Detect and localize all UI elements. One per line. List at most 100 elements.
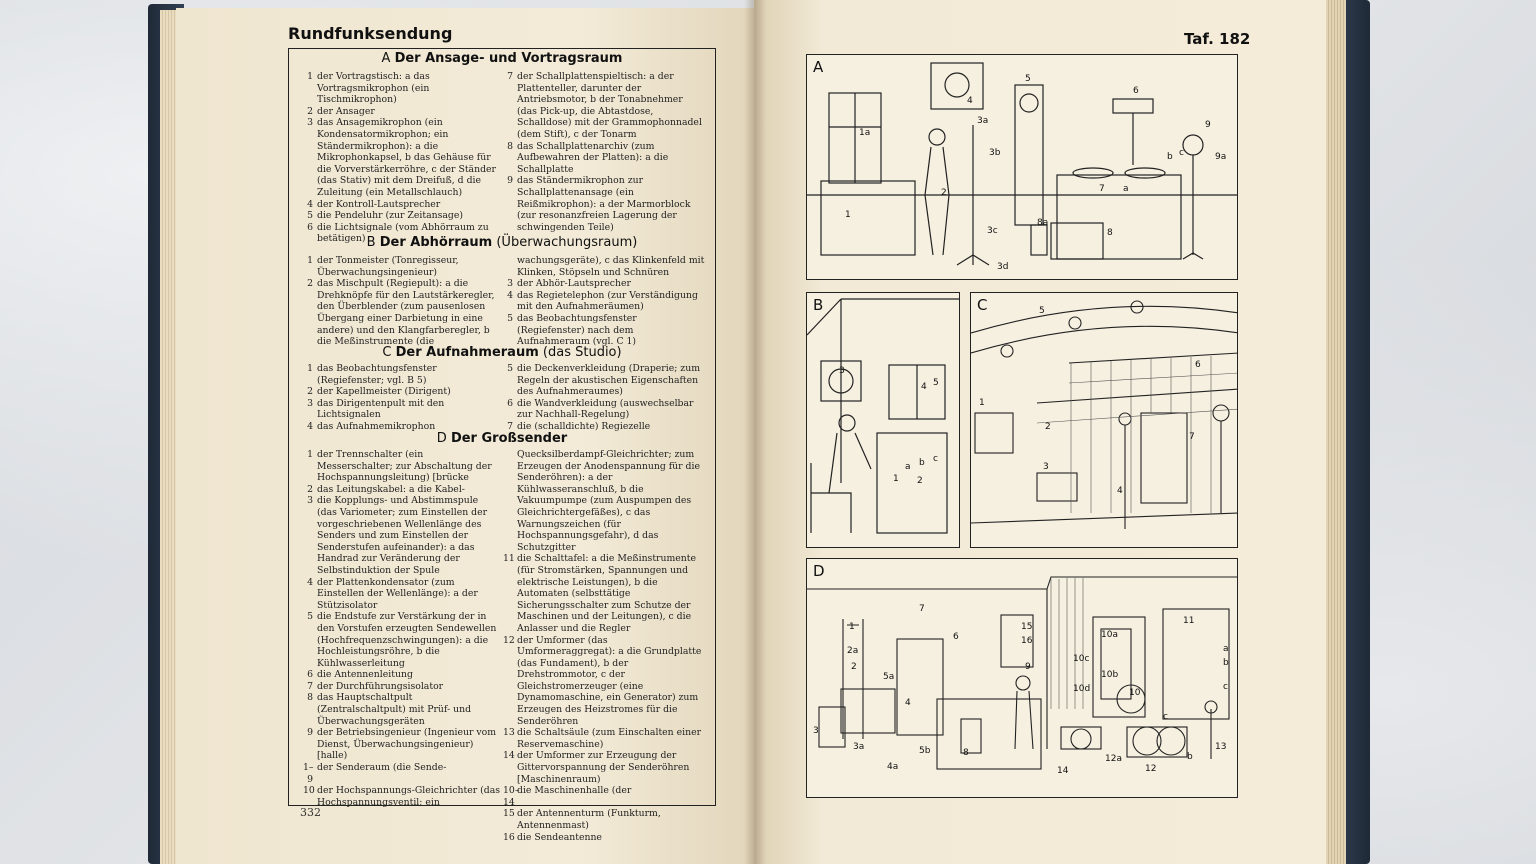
panel-d-letter: D	[813, 562, 825, 580]
panel-d-label: 3a	[853, 742, 864, 752]
legend-entry-number: 10–14	[503, 785, 520, 808]
panel-d-label: 9	[1025, 662, 1031, 672]
panel-b-label: a	[905, 462, 911, 472]
legend-entry-number: 12	[503, 634, 515, 646]
legend-entry-number: 8	[307, 692, 313, 704]
panel-a-label: 2	[941, 188, 947, 198]
legend-entry-text: die (schalldichte) Regiezelle	[517, 420, 651, 432]
panel-a-label: 6	[1133, 86, 1139, 96]
panel-d-label: 13	[1215, 742, 1226, 752]
legend-entry-text: der Vortragstisch: a das Vortragsmikroph…	[317, 71, 430, 106]
legend-entry-number: 4	[307, 576, 313, 588]
legend-entry-text: der Trennschalter (ein Messerschalter; z…	[317, 449, 492, 484]
legend-entry-text: die Schalttafel: a die Meßinstrumente (f…	[517, 553, 697, 634]
legend-entry-text: das Mischpult (Regiepult): a die Drehknö…	[317, 278, 495, 348]
legend-entry-text: die Endstufe zur Verstärkung der in den …	[317, 611, 497, 669]
legend-entry: 3 das Ansagemikrophon (ein Kondensatormik…	[303, 117, 501, 198]
legend-entry-number: 2	[307, 483, 313, 495]
panel-d-label: 5b	[919, 746, 931, 756]
panel-a-letter: A	[813, 58, 824, 76]
panel-d-label: 10d	[1073, 684, 1090, 694]
legend-entry-number: 4	[307, 420, 313, 432]
legend-entry-number: 7	[507, 420, 513, 432]
panel-d-label: 8	[963, 748, 969, 758]
legend-entry-number: 7	[307, 680, 313, 692]
panel-d-label: 11	[1183, 616, 1194, 626]
legend-entry-text: das Hauptschaltpult (Zentralschaltpult) …	[317, 692, 472, 727]
section-b-col2: wachungsgeräte), c das Klinkenfeld mit K…	[503, 255, 705, 348]
legend-entry-text: die Pendeluhr (zur Zeitansage)	[317, 210, 464, 222]
legend-entry-number: 7	[507, 71, 513, 82]
panel-d-drawing: 122a33a44a5a5b67891010a10b10c10d11abc121…	[807, 576, 1237, 776]
panel-b-label: c	[933, 454, 938, 464]
legend-entry-number: 1	[307, 71, 313, 82]
legend-entry-text: das Beobachtungsfenster (Regiefenster) n…	[517, 312, 637, 348]
panel-a-label: 4	[967, 96, 973, 106]
legend-entry-number: 13	[503, 727, 515, 739]
legend-entry-number: 16	[503, 831, 515, 843]
legend-entry: 8 das Schallplattenarchiv (zum Aufbewahre…	[503, 141, 705, 176]
legend-entry-number: 14	[503, 750, 515, 762]
legend-entry-text: die Lichtsignale (vom Abhörraum zu betät…	[317, 221, 489, 245]
legend-entry-number: 1	[307, 363, 313, 374]
legend-entry-text: der Betriebsingenieur (Ingenieur vom Die…	[317, 727, 497, 762]
legend-entry: 4 der Plattenkondensator (zum Einstellen …	[303, 577, 501, 612]
panel-d-label: 12	[1145, 764, 1156, 774]
legend-entry-text: der Schallplattenspieltisch: a der Platt…	[517, 71, 702, 140]
panel-a-label: 9a	[1215, 152, 1226, 162]
legend-entry-number: 3	[307, 117, 313, 129]
legend-entry-text: das Ständermikrophon zur Schallplattenan…	[517, 175, 691, 233]
legend-entry-text: der Plattenkondensator (zum Einstellen d…	[317, 576, 478, 611]
panel-a-label: c	[1179, 148, 1184, 158]
legend-entry: 6 die Wandverkleidung (auswechselbar zur …	[503, 398, 705, 421]
legend-entry-number: 8	[507, 140, 513, 152]
legend-entry: 7 der Schallplattenspieltisch: a der Plat…	[503, 71, 705, 141]
legend-entry-number: 6	[307, 221, 313, 233]
panel-a-label: a	[1123, 184, 1129, 194]
section-b-title: B Der Abhörraum (Überwachungsraum)	[366, 235, 638, 250]
section-d-col2-continuation: Quecksilberdampf-Gleichrichter; zum Erze…	[517, 449, 700, 553]
legend-entry-text: die Maschinenhalle (der	[517, 785, 632, 797]
panel-b-label: 2	[917, 476, 923, 486]
legend-entry-text: das Ansagemikrophon (ein Kondensatormikr…	[317, 117, 496, 198]
panel-d-label: 7	[919, 604, 925, 614]
panel-d-label: 2a	[847, 646, 858, 656]
panel-d-label: 12a	[1105, 754, 1122, 764]
panel-a-label: 3a	[977, 116, 988, 126]
legend-entry-number: 5	[307, 611, 313, 623]
legend-entry-text: die Antennenleitung	[317, 669, 413, 681]
legend-entry-number: 4	[507, 289, 513, 301]
legend-entry-number: 2	[307, 386, 313, 398]
legend-entry-text: die Wandverkleidung (auswechselbar zur N…	[517, 397, 694, 421]
panel-c-letter: C	[977, 296, 988, 314]
legend-entry-number: 4	[307, 198, 313, 210]
legend-entry-text: das Schallplattenarchiv (zum Aufbewahren…	[517, 140, 669, 175]
panel-c-label: 6	[1195, 360, 1201, 370]
legend-entry-number: 1	[307, 255, 313, 266]
panel-a-label: 7	[1099, 184, 1105, 194]
panel-b-label: b	[919, 458, 925, 468]
section-d-title: D Der Großsender	[436, 431, 568, 446]
section-d-col2: Quecksilberdampf-Gleichrichter; zum Erze…	[503, 449, 705, 843]
legend-entry-text: die Schaltsäule (zum Einschalten einer R…	[517, 727, 702, 750]
legend-entry-number: 6	[507, 397, 513, 409]
